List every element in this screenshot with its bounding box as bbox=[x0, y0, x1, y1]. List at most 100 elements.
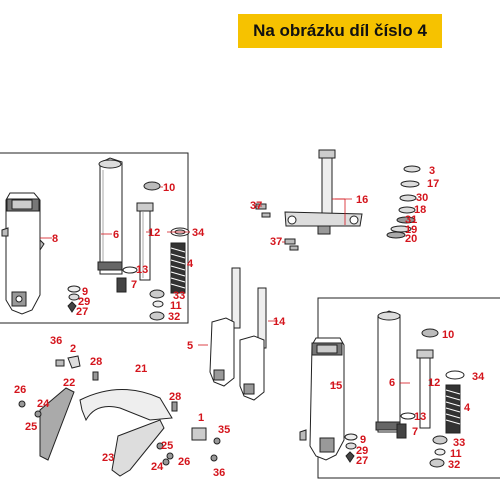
callout-20: 20 bbox=[405, 233, 417, 245]
callout-12: 12 bbox=[148, 227, 160, 239]
callout-labels: 10 6 8 12 34 4 13 7 9 29 27 33 11 32 3 1… bbox=[14, 165, 485, 479]
bolt-26b-part bbox=[162, 458, 170, 466]
seal-right-part bbox=[344, 433, 358, 441]
callout-25: 25 bbox=[25, 421, 37, 433]
callout-17: 17 bbox=[427, 178, 439, 190]
callout-23: 23 bbox=[102, 452, 114, 464]
callout-16: 16 bbox=[356, 194, 368, 206]
callout-24b: 24 bbox=[151, 461, 164, 473]
bolt-25b-part bbox=[156, 442, 164, 450]
fork-cap-right-part bbox=[421, 328, 439, 338]
callout-29b: 29 bbox=[356, 445, 368, 457]
bolt-37b-part bbox=[261, 212, 271, 218]
fork-slider-part bbox=[1, 192, 45, 315]
callout-18: 18 bbox=[414, 204, 426, 216]
callout-10: 10 bbox=[163, 182, 175, 194]
callout-34: 34 bbox=[192, 227, 205, 239]
callout-19: 19 bbox=[405, 224, 417, 236]
callout-28: 28 bbox=[90, 356, 102, 368]
fork-slider-right-part bbox=[299, 337, 345, 461]
bolt-37a-part bbox=[255, 203, 267, 210]
rebound-spring-right-part bbox=[396, 423, 407, 439]
callout-7b: 7 bbox=[412, 426, 418, 438]
piston-part bbox=[149, 311, 165, 321]
bracket-2-part bbox=[67, 355, 81, 369]
washer-small-part bbox=[68, 293, 80, 301]
callout-22: 22 bbox=[63, 377, 75, 389]
callout-15: 15 bbox=[330, 380, 342, 392]
snap-ring-part bbox=[122, 266, 138, 274]
callout-26b: 26 bbox=[178, 456, 190, 468]
screw-28a-part bbox=[92, 371, 99, 381]
damper-rod-part bbox=[136, 202, 154, 281]
callout-4b: 4 bbox=[464, 402, 471, 414]
bolt-37c-part bbox=[284, 238, 296, 245]
callout-21: 21 bbox=[135, 363, 147, 375]
callout-1: 1 bbox=[198, 412, 204, 424]
callout-30: 30 bbox=[416, 192, 428, 204]
callout-35: 35 bbox=[218, 424, 230, 436]
callout-9b: 9 bbox=[360, 434, 366, 446]
callout-11b: 11 bbox=[450, 448, 462, 460]
callout-13: 13 bbox=[136, 264, 148, 276]
callout-7: 7 bbox=[131, 279, 137, 291]
callout-24: 24 bbox=[37, 398, 50, 410]
callout-25b: 25 bbox=[161, 440, 173, 452]
bolt-part bbox=[67, 301, 77, 313]
oring-right-part bbox=[434, 448, 446, 456]
callout-34b: 34 bbox=[472, 371, 485, 383]
screw-28b-part bbox=[171, 401, 178, 412]
seal-part bbox=[67, 285, 81, 293]
inner-tube-right-part bbox=[375, 310, 401, 433]
piston-right-part bbox=[429, 458, 445, 468]
callout-14: 14 bbox=[273, 316, 286, 328]
left-fork-group-frame bbox=[0, 152, 189, 324]
bolt-24a-part bbox=[34, 410, 42, 418]
rebound-spring-part bbox=[116, 277, 127, 293]
fork-spring-part bbox=[170, 242, 186, 294]
inner-tube-part bbox=[97, 157, 123, 275]
fork-spring-right-part bbox=[445, 384, 461, 434]
callout-9: 9 bbox=[82, 286, 88, 298]
fork-pair-part bbox=[209, 267, 267, 401]
bracket-1-part bbox=[191, 427, 207, 441]
bolt-right-part bbox=[345, 451, 355, 463]
seal-ring-right-part bbox=[445, 370, 465, 380]
oring-part bbox=[152, 300, 164, 308]
callout-29: 29 bbox=[78, 296, 90, 308]
callout-6: 6 bbox=[113, 229, 119, 241]
callout-32b: 32 bbox=[448, 459, 460, 471]
steering-stem-part bbox=[284, 149, 363, 235]
mudguard-22-part bbox=[39, 387, 75, 461]
bolt-26a-part bbox=[18, 400, 26, 408]
callout-10b: 10 bbox=[442, 329, 454, 341]
leader-lines bbox=[40, 186, 410, 385]
fender-23-part bbox=[111, 419, 165, 477]
damper-rod-right-part bbox=[416, 349, 434, 429]
washer-part bbox=[149, 289, 165, 299]
washer-right-part bbox=[432, 435, 448, 445]
callout-36b: 36 bbox=[213, 467, 225, 479]
fork-cap-part bbox=[143, 181, 161, 191]
bolt-36b-part bbox=[210, 454, 218, 462]
bolt-37d-part bbox=[289, 245, 299, 251]
callout-3: 3 bbox=[429, 165, 435, 177]
bolt-24b-part bbox=[166, 452, 174, 460]
snap-ring-right-part bbox=[400, 412, 416, 420]
callout-2: 2 bbox=[70, 343, 76, 355]
clip-36-part bbox=[55, 359, 65, 367]
callout-37b: 37 bbox=[270, 236, 282, 248]
callout-27b: 27 bbox=[356, 455, 368, 467]
callout-5: 5 bbox=[187, 340, 193, 352]
callout-4: 4 bbox=[187, 258, 194, 270]
right-fork-group-frame bbox=[317, 297, 500, 479]
front-fender-21-part bbox=[79, 389, 173, 422]
banner-text: Na obrázku díl číslo 4 bbox=[253, 21, 427, 40]
callout-13b: 13 bbox=[414, 411, 426, 423]
highlight-banner: Na obrázku díl číslo 4 bbox=[238, 14, 442, 48]
callout-6b: 6 bbox=[389, 377, 395, 389]
callout-37a: 37 bbox=[250, 200, 262, 212]
callout-33b: 33 bbox=[453, 437, 465, 449]
bearing-stack-part bbox=[386, 165, 421, 239]
